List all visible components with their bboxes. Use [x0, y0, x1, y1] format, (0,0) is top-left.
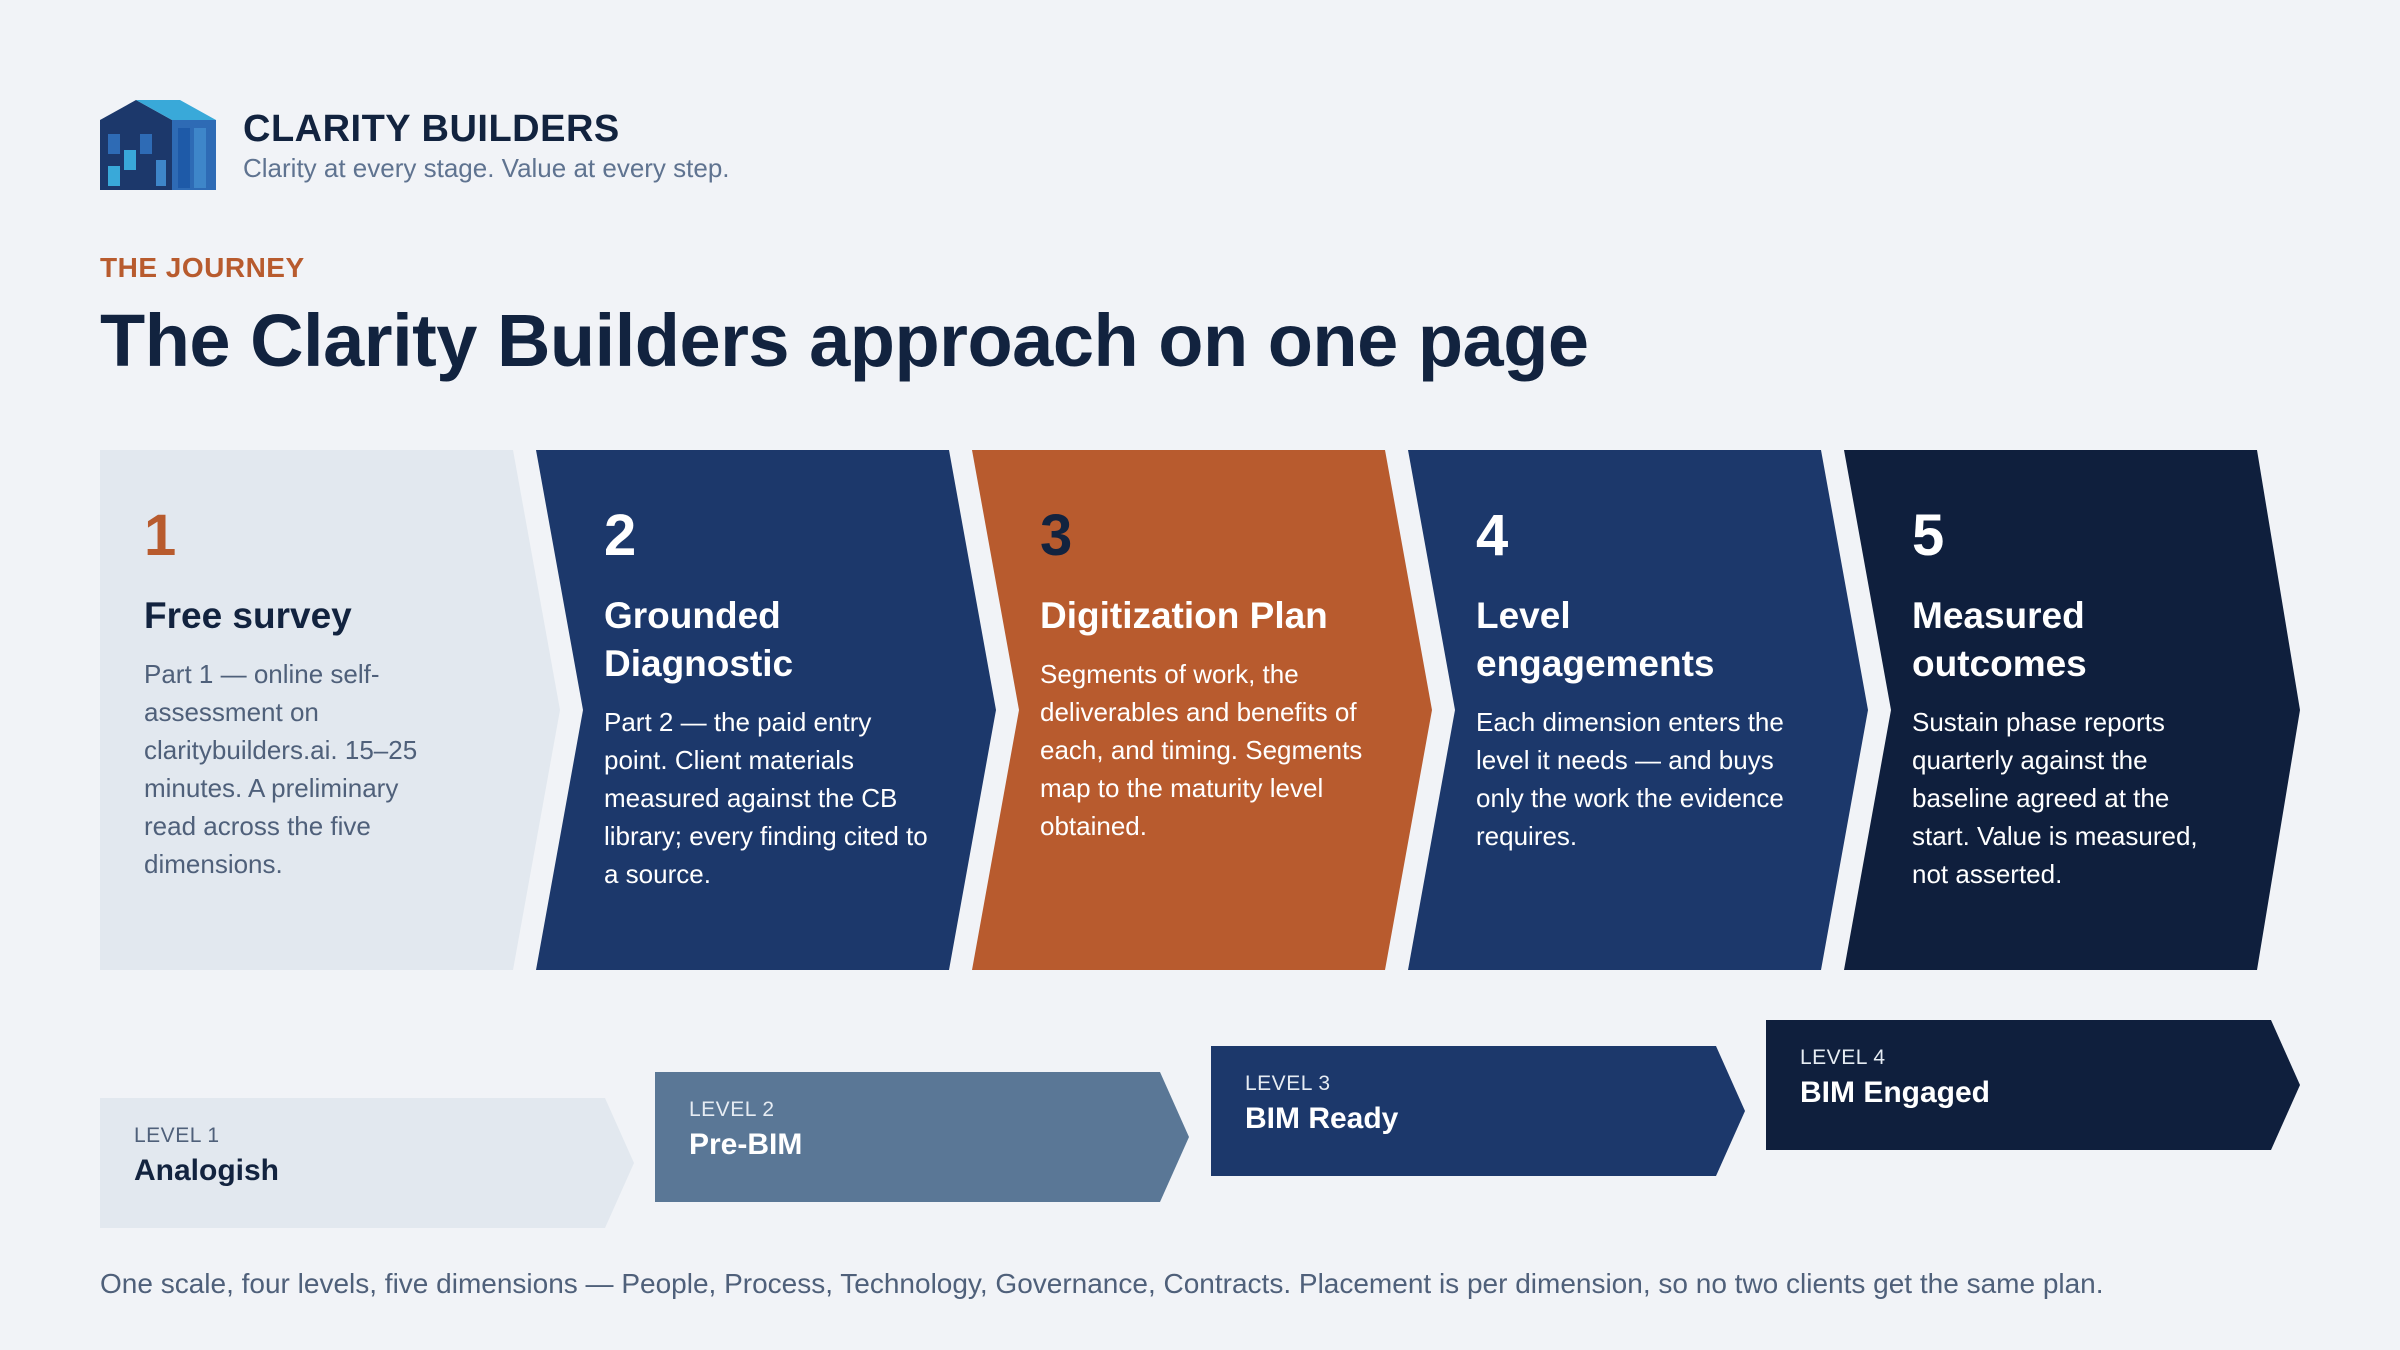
level-label: LEVEL 3 — [1245, 1072, 1331, 1095]
step-number: 3 — [1040, 503, 1073, 568]
step-number: 5 — [1912, 503, 1945, 568]
level-name: BIM Engaged — [1800, 1076, 1991, 1109]
step-number: 2 — [604, 503, 637, 568]
level-2-badge: LEVEL 2 Pre-BIM — [655, 1072, 1189, 1202]
level-4-badge: LEVEL 4 BIM Engaged — [1766, 1020, 2300, 1150]
step-5-chevron: 5 Measured outcomes Sustain phase report… — [1844, 450, 2300, 970]
page-title: The Clarity Builders approach on one pag… — [100, 299, 1589, 382]
level-1-badge: LEVEL 1 Analogish — [100, 1098, 634, 1228]
step-number: 1 — [144, 503, 177, 568]
level-label: LEVEL 1 — [134, 1124, 220, 1147]
step-number: 4 — [1476, 503, 1509, 568]
level-name: BIM Ready — [1245, 1102, 1399, 1135]
level-3-badge: LEVEL 3 BIM Ready — [1211, 1046, 1745, 1176]
step-3-chevron: 3 Digitization Plan Segments of work, th… — [972, 450, 1432, 970]
step-title: Level engagements — [1476, 595, 1715, 684]
brand-tagline: Clarity at every stage. Value at every s… — [243, 153, 730, 183]
step-4-chevron: 4 Level engagements Each dimension enter… — [1408, 450, 1868, 970]
step-title: Free survey — [144, 595, 352, 636]
level-name: Analogish — [134, 1154, 280, 1187]
step-description: Part 2 — the paid entry point. Client ma… — [604, 707, 928, 889]
step-description: Part 1 — online self-assessment on clari… — [144, 659, 418, 879]
level-name: Pre-BIM — [689, 1128, 803, 1161]
step-title: Digitization Plan — [1040, 595, 1328, 636]
level-label: LEVEL 4 — [1800, 1046, 1886, 1069]
section-eyebrow: THE JOURNEY — [100, 252, 305, 283]
step-title: Grounded Diagnostic — [604, 595, 794, 684]
step-description: Segments of work, the deliverables and b… — [1040, 659, 1363, 841]
step-description: Sustain phase reports quarterly against … — [1912, 707, 2198, 889]
step-description: Each dimension enters the level it needs… — [1476, 707, 1784, 851]
step-2-chevron: 2 Grounded Diagnostic Part 2 — the paid … — [536, 450, 996, 970]
building-logo-icon — [100, 100, 216, 190]
level-label: LEVEL 2 — [689, 1098, 775, 1121]
brand-name: CLARITY BUILDERS — [243, 108, 620, 150]
step-title: Measured outcomes — [1912, 595, 2087, 684]
step-1-chevron: 1 Free survey Part 1 — online self-asses… — [100, 450, 560, 970]
footer-note: One scale, four levels, five dimensions … — [100, 1268, 2104, 1299]
